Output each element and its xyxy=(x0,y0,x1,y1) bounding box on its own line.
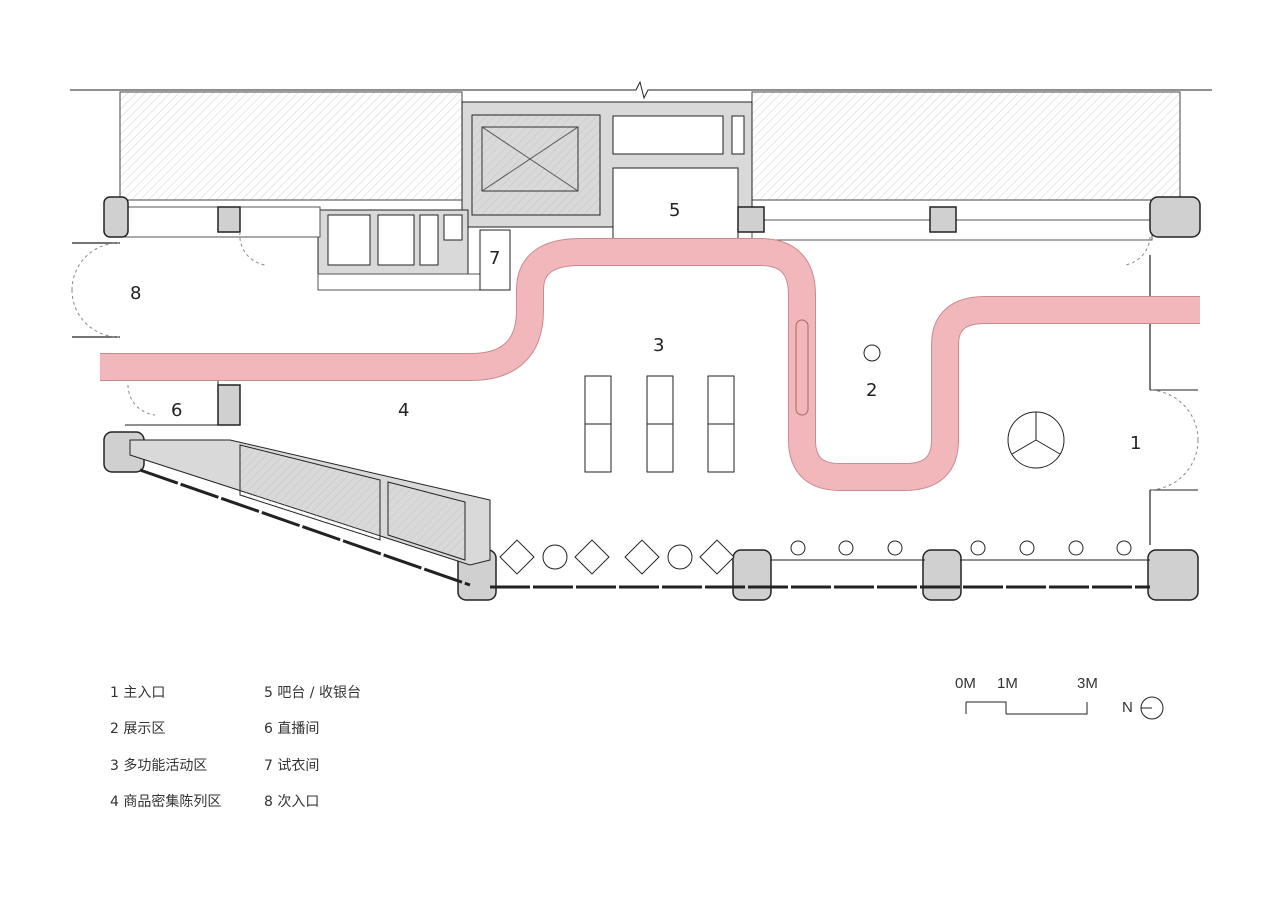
zone-label-4: 4 xyxy=(398,400,410,421)
zone-label-5: 5 xyxy=(669,200,681,221)
legend-item: 6 直播间 xyxy=(264,721,320,737)
zone-label-8: 8 xyxy=(130,283,142,304)
column xyxy=(1149,196,1201,238)
chair xyxy=(574,539,610,575)
bar-counter xyxy=(612,167,739,241)
column xyxy=(103,196,129,238)
legend-item: 3 多功能活动区 xyxy=(110,758,208,774)
north-label: N xyxy=(1122,699,1133,716)
legend-item: 8 次入口 xyxy=(264,794,320,810)
column xyxy=(922,549,962,601)
column xyxy=(737,206,765,233)
legend-item: 2 展示区 xyxy=(110,721,166,737)
chair xyxy=(624,539,660,575)
legend-item: 7 试衣间 xyxy=(264,758,320,774)
building-line xyxy=(70,80,1212,100)
scale-bar xyxy=(965,701,1088,715)
column xyxy=(732,549,772,601)
zone-label-3: 3 xyxy=(653,335,665,356)
scale-label-1: 1M xyxy=(997,675,1018,692)
zone-label-7: 7 xyxy=(489,248,501,269)
column xyxy=(929,206,957,233)
zone-label-6: 6 xyxy=(171,400,183,421)
zone-label-2: 2 xyxy=(866,380,878,401)
scale-label-3: 3M xyxy=(1077,675,1098,692)
fitting-room xyxy=(479,229,511,291)
column xyxy=(217,206,241,233)
legend-item: 5 吧台 / 收银台 xyxy=(264,685,361,701)
column xyxy=(217,384,241,426)
legend-item: 4 商品密集陈列区 xyxy=(110,794,222,810)
zone-label-1: 1 xyxy=(1130,433,1142,454)
chair xyxy=(499,539,535,575)
column xyxy=(1147,549,1199,601)
legend-item: 1 主入口 xyxy=(110,685,166,701)
scale-label-0: 0M xyxy=(955,675,976,692)
chair xyxy=(699,539,735,575)
